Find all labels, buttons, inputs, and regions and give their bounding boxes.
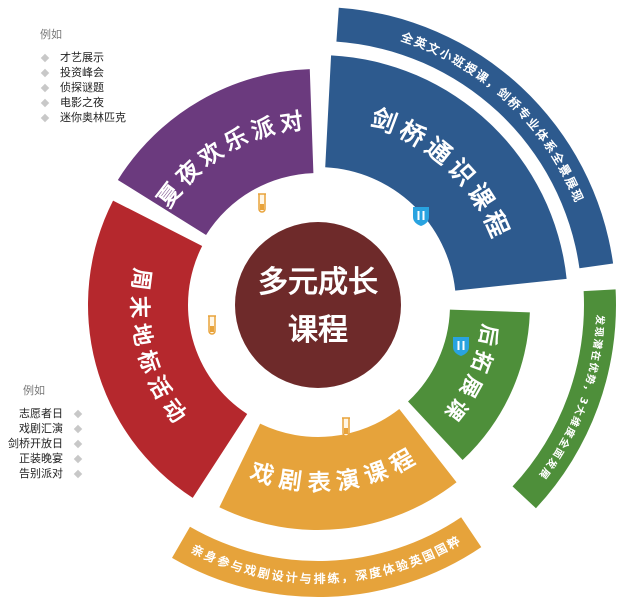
- list-item: 迷你奥林匹克: [40, 110, 126, 125]
- band-afternoon: [512, 289, 616, 509]
- list-item: 电影之夜: [40, 95, 126, 110]
- list-item: 投资峰会: [40, 65, 126, 80]
- list-header: 例如: [23, 384, 45, 397]
- band-drama: [172, 517, 482, 597]
- list-item: 侦探谜题: [40, 80, 126, 95]
- segment-weekend: [88, 200, 248, 498]
- list-item: 告别派对: [8, 466, 85, 481]
- diamond-bullet-icon: [73, 409, 83, 418]
- shield-icon: [413, 207, 429, 226]
- diamond-bullet-icon: [40, 113, 50, 122]
- center-circle: [235, 222, 401, 388]
- weekend-examples-list: 例如 志愿者日 戏剧汇演 剑桥开放日 正装晚宴 告别派对: [8, 382, 85, 481]
- diamond-bullet-icon: [73, 454, 83, 463]
- diamond-bullet-icon: [40, 98, 50, 107]
- test-tube-icon: [258, 193, 266, 213]
- segment-cambridge: [325, 55, 567, 291]
- segment-drama: [219, 409, 457, 530]
- band-cambridge: [336, 7, 614, 269]
- party-examples-list: 例如 才艺展示 投资峰会 侦探谜题 电影之夜 迷你奥林匹克: [40, 26, 126, 125]
- diamond-bullet-icon: [73, 424, 83, 433]
- center-title-line1: 多元成长: [258, 265, 378, 300]
- diamond-bullet-icon: [73, 439, 83, 448]
- segment-afternoon: [408, 309, 530, 461]
- segment-summer: [117, 69, 314, 236]
- center-title-line2: 课程: [288, 313, 348, 348]
- list-item: 剑桥开放日: [8, 436, 85, 451]
- list-item: 戏剧汇演: [8, 421, 85, 436]
- shield-icon: [453, 337, 469, 356]
- list-item: 正装晚宴: [8, 451, 85, 466]
- diamond-bullet-icon: [40, 53, 50, 62]
- list-item: 志愿者日: [8, 406, 85, 421]
- test-tube-icon: [208, 315, 216, 335]
- diamond-bullet-icon: [40, 83, 50, 92]
- diamond-bullet-icon: [40, 68, 50, 77]
- list-header: 例如: [40, 28, 62, 41]
- list-item: 才艺展示: [40, 50, 126, 65]
- diamond-bullet-icon: [73, 469, 83, 478]
- test-tube-icon: [342, 417, 350, 437]
